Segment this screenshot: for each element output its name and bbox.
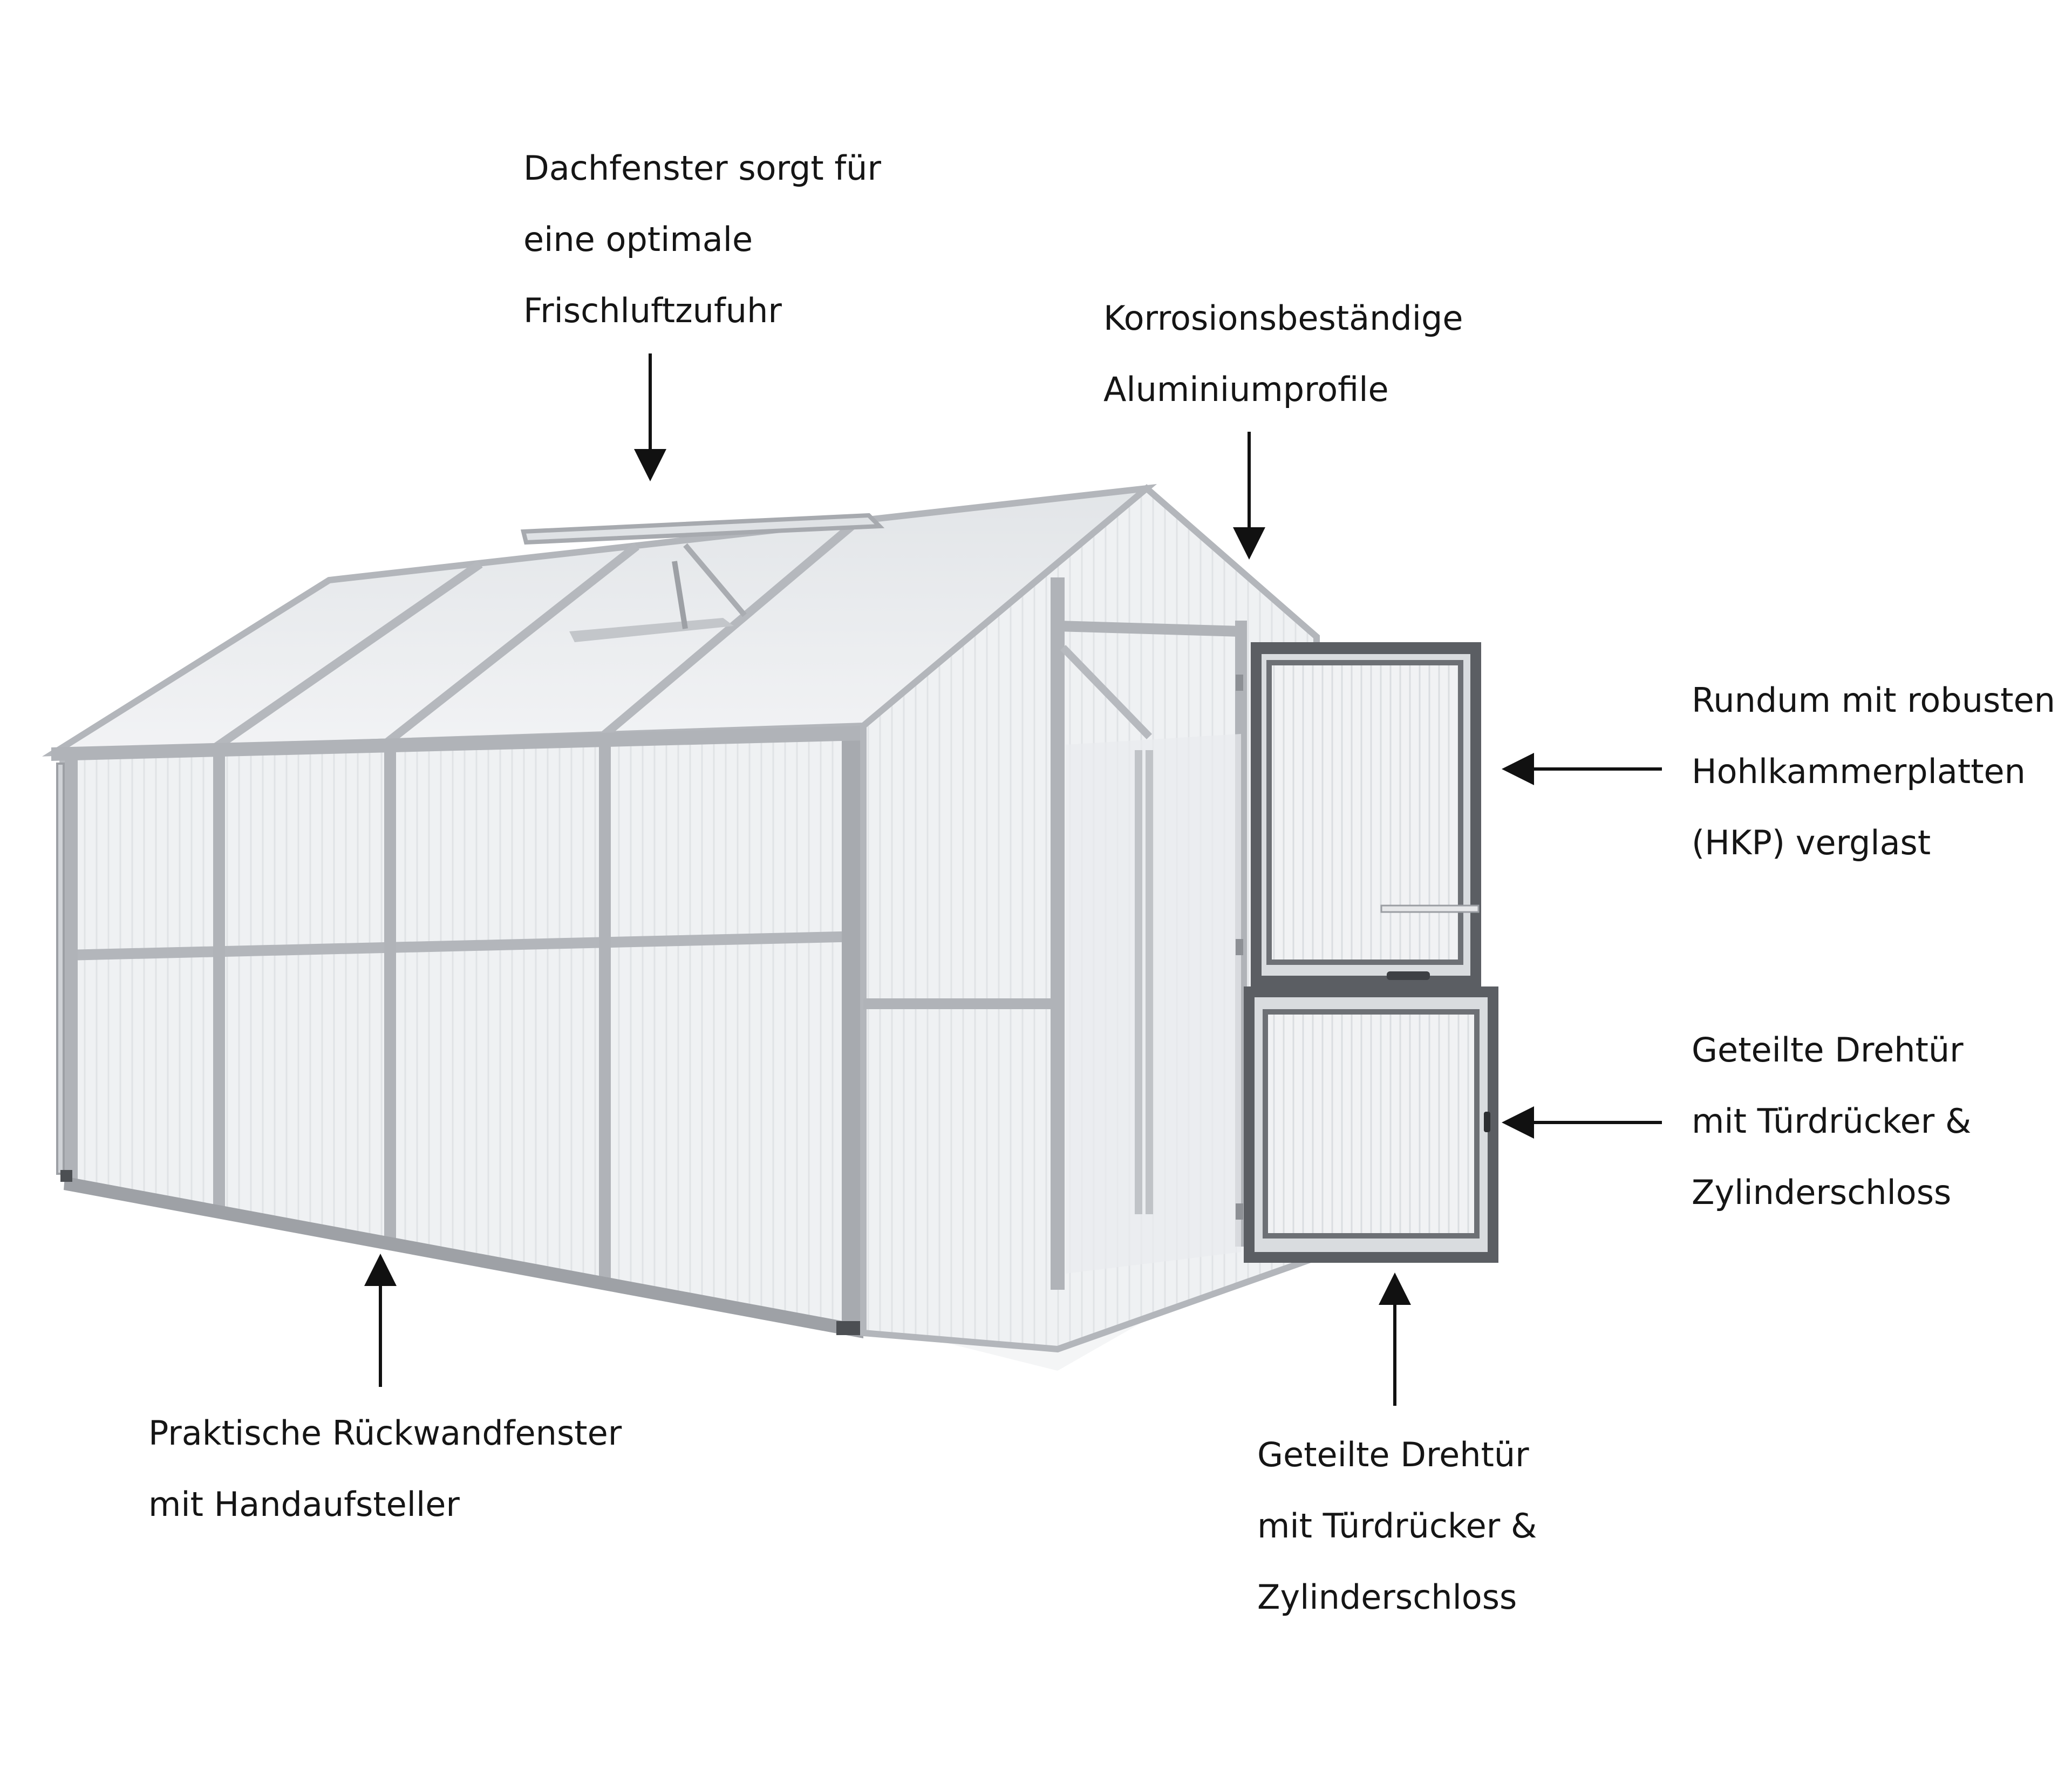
- callout-line: Frischluftzufuhr: [523, 291, 782, 330]
- door-hinge: [1236, 939, 1243, 955]
- side-wall-rail: [65, 931, 863, 961]
- callout-line: eine optimale: [523, 220, 753, 259]
- roof-bar: [381, 542, 639, 748]
- door-upper-leaf: [1251, 642, 1481, 988]
- roof-bar: [210, 560, 483, 753]
- side-post: [213, 753, 225, 1212]
- side-post: [384, 749, 396, 1243]
- side-post: [842, 735, 860, 1334]
- eave: [51, 726, 863, 761]
- side-post: [65, 756, 78, 1182]
- side-wall: [59, 731, 866, 1337]
- door-hinge: [1236, 675, 1243, 691]
- callout-line: Aluminiumprofile: [1103, 370, 1389, 409]
- callout-line: (HKP) verglast: [1692, 823, 1931, 862]
- roof-bar: [596, 517, 861, 743]
- rear-window: [56, 763, 65, 1175]
- door-opening: [1066, 734, 1241, 1274]
- gable-frame: [1057, 621, 1242, 637]
- callout-line: Geteilte Drehtür: [1692, 1030, 1964, 1070]
- callout-line: Zylinderschloss: [1692, 1173, 1952, 1212]
- callout-panels: Rundum mit robusten Hohlkammerplatten (H…: [1692, 665, 2055, 879]
- base-foot: [60, 1170, 72, 1182]
- callout-rear-window: Praktische Rückwandfenster mit Handaufst…: [148, 1398, 622, 1540]
- callout-aluminium: Korrosionsbeständige Aluminiumprofile: [1103, 283, 1463, 425]
- callout-line: Dachfenster sorgt für: [523, 148, 881, 188]
- callout-door-bottom: Geteilte Drehtür mit Türdrücker & Zylind…: [1257, 1419, 1537, 1633]
- door-lower-leaf: [1244, 986, 1498, 1263]
- callout-door-side: Geteilte Drehtür mit Türdrücker & Zylind…: [1692, 1015, 1971, 1228]
- base-rail: [64, 1176, 863, 1338]
- side-post: [599, 744, 611, 1278]
- callout-line: Rundum mit robusten: [1692, 681, 2056, 720]
- callout-line: mit Türdrücker &: [1257, 1506, 1537, 1546]
- callout-line: Zylinderschloss: [1257, 1577, 1517, 1617]
- callout-line: mit Handaufsteller: [148, 1485, 460, 1524]
- door-hinge: [1236, 1203, 1243, 1220]
- roof-vent: [520, 513, 885, 642]
- callout-line: Praktische Rückwandfenster: [148, 1413, 622, 1453]
- callout-line: Geteilte Drehtür: [1257, 1435, 1529, 1474]
- gable-brace: [1060, 645, 1153, 739]
- callout-roof-window: Dachfenster sorgt für eine optimale Fris…: [523, 133, 881, 346]
- callout-line: Hohlkammerplatten: [1692, 752, 2026, 791]
- callout-line: mit Türdrücker &: [1692, 1101, 1972, 1141]
- greenhouse-illustration: [42, 484, 1498, 1371]
- callout-arrows: [364, 353, 1662, 1406]
- callout-line: Korrosionsbeständige: [1103, 298, 1463, 338]
